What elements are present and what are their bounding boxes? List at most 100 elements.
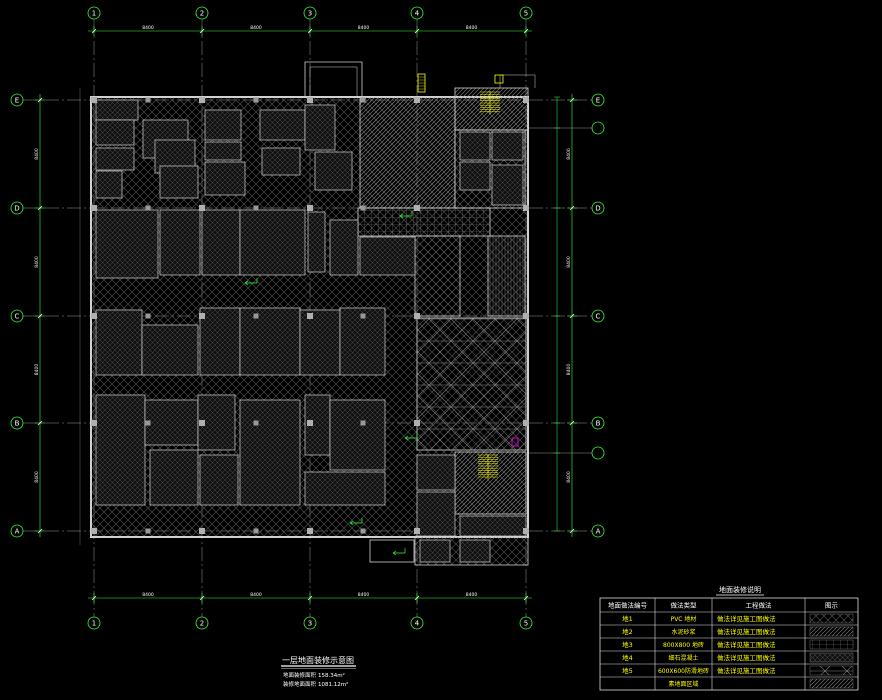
room <box>491 131 524 161</box>
dimension-tick <box>307 28 313 34</box>
room <box>459 539 491 563</box>
structural-column <box>360 420 366 426</box>
structural-column <box>523 528 529 534</box>
room <box>419 539 451 563</box>
legend-code-cell: 地5 <box>622 666 633 675</box>
axis-label: 1 <box>92 620 96 628</box>
finish-code-arrow <box>399 211 413 219</box>
room <box>201 209 241 276</box>
room <box>141 324 199 376</box>
room <box>204 109 242 141</box>
legend-method-cell: 做法详见施工图做法 <box>717 653 776 662</box>
structural-column <box>199 313 205 319</box>
legend-code-cell: 地1 <box>622 614 633 623</box>
axis-bubble <box>10 524 24 538</box>
dimension-tick <box>414 595 420 601</box>
dimension-tick <box>199 595 205 601</box>
dimension-tick <box>91 28 97 34</box>
structural-column <box>523 97 529 103</box>
structural-column <box>145 528 151 534</box>
axis-bubble <box>591 93 605 107</box>
dimension-tick <box>199 28 205 34</box>
room <box>95 170 123 199</box>
structural-column <box>307 420 313 426</box>
room <box>199 307 241 376</box>
structural-column <box>307 97 313 103</box>
dimension-text: 8400 <box>566 471 572 483</box>
legend-method-cell: 做法详见施工图做法 <box>717 614 776 623</box>
structural-column <box>414 313 420 319</box>
structural-column <box>414 97 420 103</box>
structural-column <box>253 97 259 103</box>
stair-core-north <box>454 87 529 131</box>
legend-swatch <box>809 678 854 689</box>
structural-column <box>523 205 529 211</box>
dimension-tick <box>523 28 529 34</box>
area-stat-value: 1081.12m² <box>318 681 348 688</box>
room <box>239 307 301 376</box>
dimension-text: 8400 <box>466 592 478 598</box>
room <box>299 309 341 376</box>
drawing-title: 一层地面装修示意图 <box>282 655 354 665</box>
room <box>261 147 301 176</box>
axis-bubble <box>591 309 605 323</box>
axis-bubble <box>410 616 424 630</box>
legend-header-cell: 地面做法编号 <box>608 601 648 610</box>
axis-bubble <box>10 201 24 215</box>
structural-column <box>199 205 205 211</box>
structural-column <box>414 528 420 534</box>
building-plan <box>90 61 536 566</box>
axis-label: 3 <box>308 10 312 18</box>
room <box>95 309 143 376</box>
dimension-text: 8400 <box>566 256 572 268</box>
legend-method-cell: 做法详见施工图做法 <box>717 627 776 636</box>
legend-header-cell: 工程做法 <box>746 601 773 610</box>
area-stat-value: 158.34m² <box>318 672 345 679</box>
structural-column <box>414 205 420 211</box>
legend-type-cell: 细石混凝土 <box>668 654 698 662</box>
structural-column <box>145 205 151 211</box>
room <box>329 399 386 471</box>
room <box>491 164 524 206</box>
dimension-tick <box>569 420 575 426</box>
room <box>307 211 326 273</box>
legend-method-cell: 做法详见施工图做法 <box>717 640 776 649</box>
axis-label: 4 <box>415 620 420 628</box>
hatched-hall-area <box>359 96 456 209</box>
structural-column <box>199 97 205 103</box>
axis-label: B <box>15 420 20 428</box>
equipment-marker <box>511 437 519 447</box>
axis-label: 4 <box>415 10 420 18</box>
lobby-tile-area <box>416 317 527 451</box>
room <box>459 515 527 537</box>
dimension-tick <box>307 595 313 601</box>
legend-swatch <box>809 652 854 663</box>
legend-code-cell: 地2 <box>622 627 633 636</box>
axis-bubble <box>87 6 101 20</box>
structural-column <box>523 420 529 426</box>
structural-column <box>253 313 259 319</box>
roof-structure-east <box>499 74 536 88</box>
structural-column <box>414 420 420 426</box>
dimension-text: 8400 <box>466 25 478 31</box>
structural-column <box>145 313 151 319</box>
room <box>159 209 201 276</box>
dimension-tick <box>37 420 43 426</box>
dimension-text: 8400 <box>34 471 40 483</box>
room <box>204 141 242 161</box>
axis-label: E <box>15 97 19 105</box>
roof-structure <box>304 61 363 97</box>
finish-code-arrow <box>392 548 406 556</box>
room <box>416 491 456 537</box>
dimension-text: 8400 <box>34 256 40 268</box>
structural-column <box>91 205 97 211</box>
axis-bubble <box>10 309 24 323</box>
dimension-tick <box>523 595 529 601</box>
dimension-tick <box>569 205 575 211</box>
stair-core-south <box>454 451 527 515</box>
axis-label: D <box>14 205 19 213</box>
dimension-tick <box>91 595 97 601</box>
